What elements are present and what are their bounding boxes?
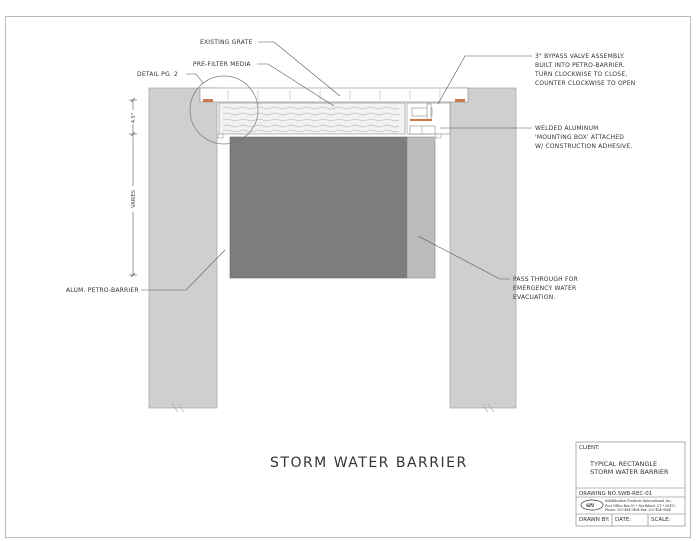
main-title: STORM WATER BARRIER [270, 455, 468, 471]
label-pre-filter-media: PRE-FILTER MEDIA [193, 61, 251, 68]
leader-bypass [437, 55, 532, 105]
company-logo: SPI [580, 499, 604, 511]
title-block-date: DATE: [615, 517, 631, 523]
svg-text:3" BYPASS VALVE ASSEMBLY.: 3" BYPASS VALVE ASSEMBLY. [535, 53, 625, 60]
leader-existing-grate [258, 41, 341, 97]
dimension-side-gap [128, 186, 138, 212]
label-petro-barrier: ALUM. PETRO-BARRIER [66, 287, 139, 294]
pass-through-channel [406, 136, 436, 279]
media-texture [222, 106, 400, 133]
leader-pass-through [417, 235, 510, 280]
title-block [575, 441, 686, 527]
svg-text:WELDED ALUMINUM: WELDED ALUMINUM [535, 125, 599, 132]
left-concrete-wall [148, 87, 218, 409]
right-mounting-tab [435, 133, 442, 139]
svg-text:PASS THROUGH FOR: PASS THROUGH FOR [513, 276, 578, 283]
svg-text:TURN CLOCKWISE TO CLOSE,: TURN CLOCKWISE TO CLOSE, [534, 71, 627, 78]
bypass-valve-seal [410, 119, 432, 121]
bypass-valve-body [411, 107, 433, 117]
svg-text:'MOUNTING BOX' ATTACHED: 'MOUNTING BOX' ATTACHED [535, 134, 624, 141]
bypass-valve-handle [426, 103, 432, 121]
right-grate-seal [455, 99, 465, 102]
company-name: Solidification Products International, I… [605, 499, 672, 503]
title-block-client-line-2: STORM WATER BARRIER [590, 468, 669, 476]
label-mounting-box: WELDED ALUMINUM 'MOUNTING BOX' ATTACHED … [535, 125, 632, 150]
right-concrete-wall [449, 87, 517, 409]
left-mounting-tab [217, 133, 224, 139]
mounting-box [409, 125, 436, 135]
left-grate-seal [203, 99, 213, 102]
label-pass-through: PASS THROUGH FOR EMERGENCY WATER EVACUAT… [513, 276, 578, 301]
svg-text:EVACUATION.: EVACUATION. [513, 294, 555, 301]
svg-text:SPI: SPI [586, 503, 595, 508]
title-block-drawing-no: DRAWING NO.SWB-REC-01 [579, 491, 652, 497]
svg-text:COUNTER CLOCKWISE TO OPEN: COUNTER CLOCKWISE TO OPEN [535, 80, 635, 87]
detail-circle [189, 75, 259, 145]
company-phone: Phone: 203-484-9494 Fax: 203-484-9484 [605, 508, 671, 512]
existing-grate [199, 87, 469, 103]
label-existing-grate: EXISTING GRATE [200, 39, 252, 46]
title-block-scale: SCALE: [651, 517, 671, 523]
alum-petro-barrier [229, 136, 408, 279]
right-break-mark [481, 403, 495, 413]
dimension-side-label: VARIES [131, 190, 137, 208]
company-address: Post Office Box 35 • Northford, CT • 064… [605, 504, 675, 508]
title-block-drawn-by: DRAWN BY: [579, 517, 610, 523]
leader-detail [186, 73, 204, 84]
dimension-top-label: 4.5" [131, 113, 137, 123]
grate-bars [227, 90, 441, 100]
svg-text:W/ CONSTRUCTION ADHESIVE.: W/ CONSTRUCTION ADHESIVE. [535, 143, 632, 150]
left-break-mark [171, 403, 185, 413]
svg-text:EMERGENCY WATER: EMERGENCY WATER [513, 285, 576, 292]
label-detail: DETAIL PG. 2 [137, 71, 178, 78]
label-bypass-valve: 3" BYPASS VALVE ASSEMBLY. BUILT INTO PET… [534, 53, 635, 87]
pre-filter-media [218, 102, 406, 135]
title-block-client-label: CLIENT: [579, 445, 600, 451]
leader-pre-filter [257, 63, 335, 107]
svg-text:BUILT INTO PETRO-BARRIER.: BUILT INTO PETRO-BARRIER. [535, 62, 625, 69]
leader-petro-barrier [141, 249, 226, 291]
sheet-border [5, 16, 691, 538]
title-block-client-line-1: TYPICAL RECTANGLE [589, 460, 657, 468]
dimension-top-gap [128, 110, 138, 124]
